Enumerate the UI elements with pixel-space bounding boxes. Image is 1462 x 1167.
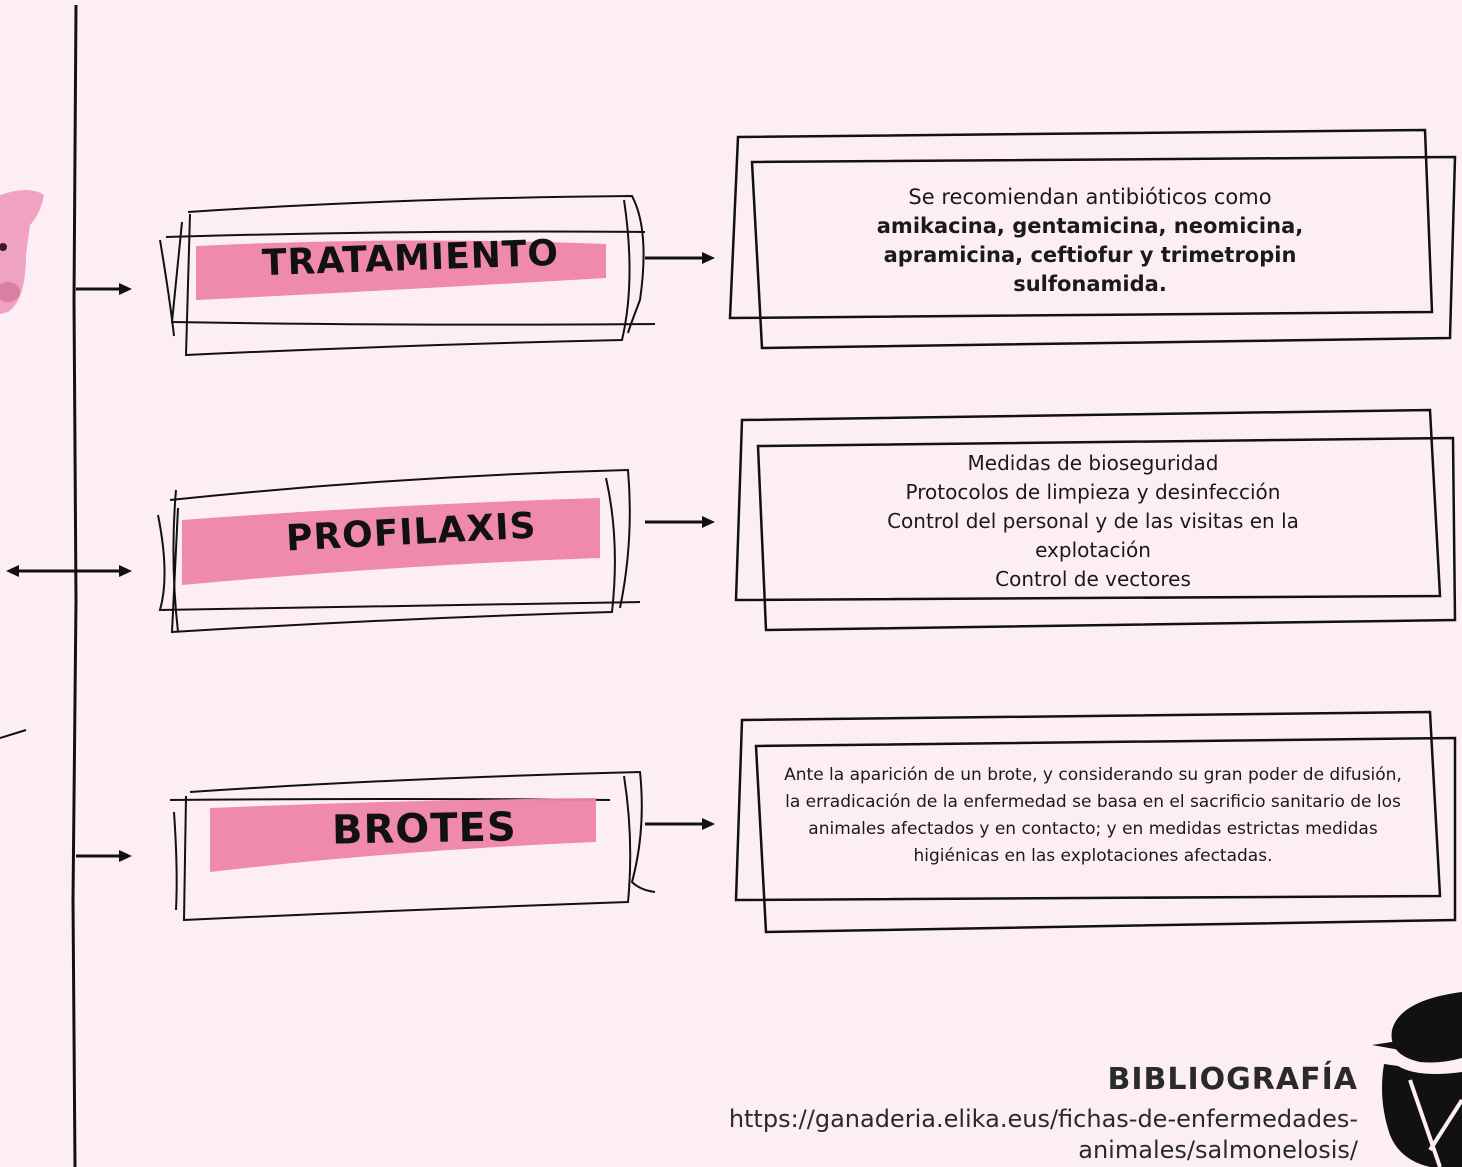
bibliografia-title: BIBLIOGRAFÍA (1107, 1062, 1358, 1097)
profilaxis-brush (182, 498, 600, 585)
profilaxis-content: Medidas de bioseguridad Protocolos de li… (830, 449, 1356, 594)
brotes-box-frame (734, 710, 1457, 934)
profilaxis-box-frame (734, 408, 1457, 632)
tratamiento-content: Se recomiendan antibióticos como amikaci… (820, 183, 1360, 299)
profilaxis-line-3: Control del personal y de las visitas en… (887, 509, 1299, 562)
timeline-line (71, 4, 78, 1167)
label-brotes: BROTES (331, 804, 518, 854)
tratamiento-frame (159, 194, 656, 357)
profilaxis-frame (157, 468, 641, 634)
caduceus-icon (1372, 992, 1462, 1167)
brotes-text: Ante la aparición de un brote, y conside… (784, 765, 1402, 866)
brotes-brush (210, 798, 596, 872)
profilaxis-line-4: Control de vectores (995, 567, 1191, 591)
pig-icon (0, 190, 44, 314)
profilaxis-line-1: Medidas de bioseguridad (967, 451, 1219, 475)
profilaxis-line-2: Protocolos de limpieza y desinfección (905, 480, 1281, 504)
bibliografia-link[interactable]: https://ganaderia.elika.eus/fichas-de-en… (728, 1105, 1358, 1164)
tratamiento-antibiotics: amikacina, gentamicina, neomicina, apram… (876, 214, 1304, 296)
tratamiento-box-frame (728, 128, 1457, 350)
brotes-content: Ante la aparición de un brote, y conside… (778, 762, 1408, 870)
tratamiento-intro: Se recomiendan antibióticos como (908, 185, 1272, 209)
tratamiento-brush (196, 240, 606, 300)
